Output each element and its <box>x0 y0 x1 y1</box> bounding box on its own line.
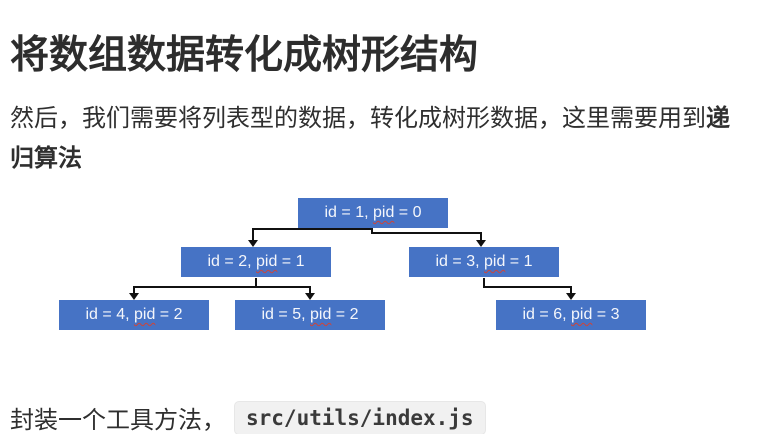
tree-node-6: id = 6, pid = 3 <box>496 300 646 330</box>
arrowhead-down-icon <box>129 293 139 300</box>
tree-node-1: id = 1, pid = 0 <box>298 198 448 228</box>
connector-segment <box>252 228 373 230</box>
connector-segment <box>570 286 572 293</box>
tree-node-4: id = 4, pid = 2 <box>59 300 209 330</box>
arrowhead-down-icon <box>566 293 576 300</box>
arrowhead-down-icon <box>476 240 486 247</box>
connector-segment <box>480 232 482 240</box>
connector-segment <box>255 278 257 288</box>
node-label-prefix: id = 3, <box>435 253 484 270</box>
node-label-suffix: = 1 <box>505 253 533 270</box>
node-label-prefix: id = 5, <box>261 306 310 323</box>
node-label-pid: pid <box>483 253 506 270</box>
connector-segment <box>371 232 482 234</box>
tree-node-5: id = 5, pid = 2 <box>235 300 385 330</box>
page-title: 将数组数据转化成树形结构 <box>10 34 479 78</box>
arrowhead-down-icon <box>305 293 315 300</box>
node-label-pid: pid <box>570 306 593 323</box>
footer-paragraph: 封装一个工具方法， src/utils/index.js <box>10 400 486 434</box>
connector-segment <box>133 286 311 288</box>
node-label-suffix: = 0 <box>394 204 422 221</box>
tree-node-2: id = 2, pid = 1 <box>181 247 331 277</box>
intro-paragraph: 然后，我们需要将列表型的数据，转化成树形数据，这里需要用到递归算法 <box>10 99 752 179</box>
node-label-pid: pid <box>372 204 395 221</box>
connector-segment <box>483 278 485 288</box>
connector-segment <box>133 286 135 293</box>
node-label-prefix: id = 1, <box>324 204 373 221</box>
footer-text: 封装一个工具方法， <box>10 407 226 434</box>
connector-segment <box>252 228 254 240</box>
node-label-pid: pid <box>133 306 156 323</box>
node-label-pid: pid <box>309 306 332 323</box>
node-label-suffix: = 1 <box>277 253 305 270</box>
node-label-prefix: id = 2, <box>207 253 256 270</box>
arrowhead-down-icon <box>248 240 258 247</box>
intro-bold-text: 递归算法 <box>10 105 730 172</box>
node-label-suffix: = 3 <box>592 306 620 323</box>
node-label-prefix: id = 4, <box>85 306 134 323</box>
node-label-suffix: = 2 <box>155 306 183 323</box>
inline-code: src/utils/index.js <box>234 400 486 434</box>
connector-segment <box>309 286 311 293</box>
tree-node-3: id = 3, pid = 1 <box>409 247 559 277</box>
connector-segment <box>483 286 572 288</box>
node-label-suffix: = 2 <box>331 306 359 323</box>
node-label-prefix: id = 6, <box>522 306 571 323</box>
node-label-pid: pid <box>255 253 278 270</box>
intro-text: 然后，我们需要将列表型的数据，转化成树形数据，这里需要用到 <box>10 105 706 132</box>
